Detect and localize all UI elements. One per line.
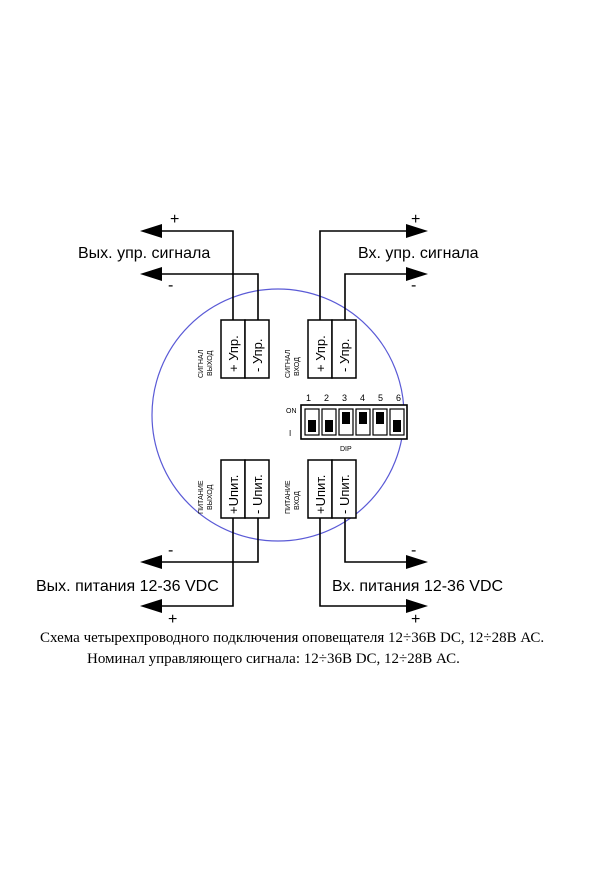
signal-out-pin-minus: - Упр. [250,339,265,373]
caption-line-1: Схема четырехпроводного подключения опов… [40,630,544,646]
signal-out-label: Вых. упр. сигнала [78,245,210,262]
dip-off-label: I [289,429,291,438]
power-in-label: Вх. питания 12-36 VDC [332,578,503,595]
terminal-block-signal-in: + Упр. - Упр. СИГНАЛ ВХОД [285,319,357,379]
dip-slider-5 [372,408,388,436]
signal-in-plus-label: + [411,211,420,228]
signal-out-caption-1: СИГНАЛ [198,349,205,378]
dip-number-5: 5 [378,393,383,403]
power-in-caption-2: ВХОД [294,491,301,510]
terminal-block-power-out: +Uпит. - Uпит. ПИТАНИЕ ВЫХОД [198,459,270,519]
signal-out-wires [140,224,259,320]
power-out-wires [140,518,259,613]
power-in-pin-plus: +Uпит. [313,475,328,514]
dip-switch: 1 2 3 4 5 6 ON I DIP [286,393,408,453]
signal-out-plus-label: + [170,211,179,228]
power-out-minus-label: - [168,542,173,559]
dip-number-2: 2 [324,393,329,403]
dip-name-label: DIP [340,446,352,453]
signal-in-caption-2: ВХОД [294,357,301,376]
signal-in-pin-minus: - Упр. [337,339,352,373]
power-in-wires [319,518,428,613]
dip-number-6: 6 [396,393,401,403]
dip-slider-1 [304,408,320,436]
power-out-pin-plus: +Uпит. [226,475,241,514]
signal-in-pin-plus: + Упр. [313,335,328,372]
dip-slider-4 [355,408,371,436]
dip-number-1: 1 [306,393,311,403]
power-in-pin-minus: - Uпит. [337,474,352,514]
dip-slider-2 [321,408,337,436]
terminal-block-power-in: +Uпит. - Uпит. ПИТАНИЕ ВХОД [285,459,357,519]
dip-number-4: 4 [360,393,365,403]
caption-line-2: Номинал управляющего сигнала: 12÷36В DC,… [87,651,460,667]
power-out-plus-label: + [168,611,177,628]
signal-out-pin-plus: + Упр. [226,335,241,372]
signal-out-caption-2: ВЫХОД [207,350,214,376]
power-out-caption-1: ПИТАНИЕ [198,480,205,514]
signal-in-caption-1: СИГНАЛ [285,349,292,378]
dip-slider-3 [338,408,354,436]
dip-on-label: ON [286,408,297,415]
signal-out-minus-label: - [168,277,173,294]
signal-in-wires [319,224,428,320]
dip-slider-6 [389,408,405,436]
terminal-block-signal-out: + Упр. - Упр. СИГНАЛ ВЫХОД [198,319,270,379]
power-in-minus-label: - [411,542,416,559]
power-in-plus-label: + [411,611,420,628]
dip-number-3: 3 [342,393,347,403]
power-out-pin-minus: - Uпит. [250,474,265,514]
signal-in-label: Вх. упр. сигнала [358,245,479,262]
power-out-label: Вых. питания 12-36 VDC [36,578,219,595]
power-in-caption-1: ПИТАНИЕ [285,480,292,514]
signal-in-minus-label: - [411,277,416,294]
power-out-caption-2: ВЫХОД [207,484,214,510]
